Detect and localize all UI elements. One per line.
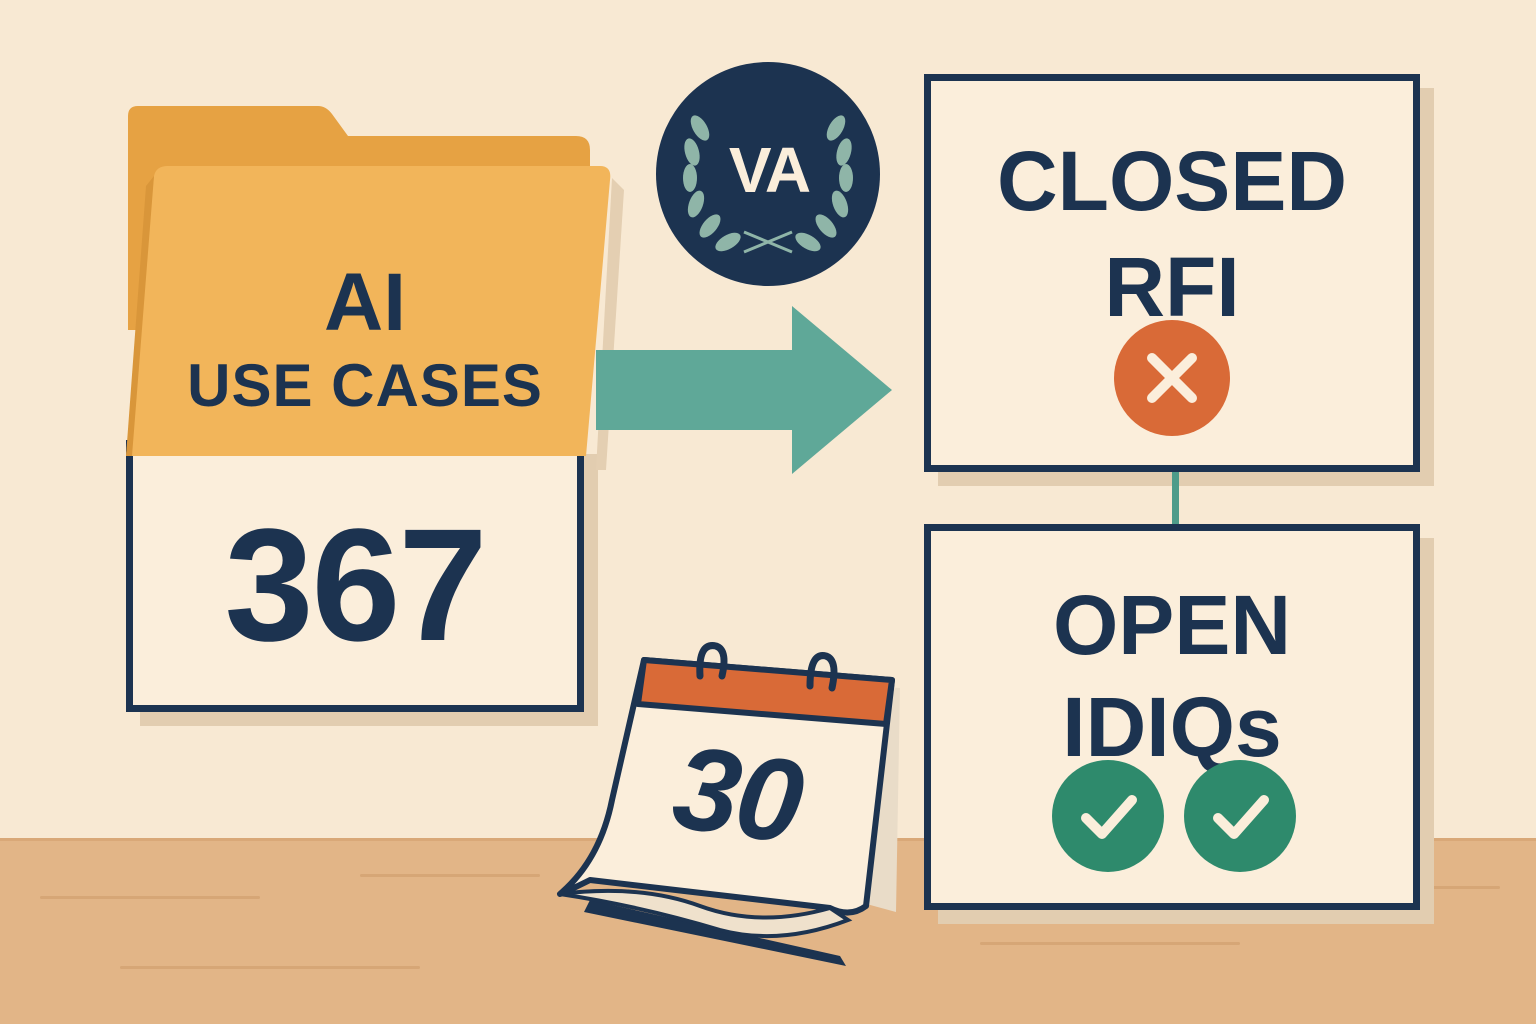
folder-title-line1: AI: [324, 257, 406, 348]
check-icon: [1184, 760, 1296, 872]
x-icon: [1114, 320, 1230, 436]
desk-grain: [40, 896, 260, 899]
folder-title-line2: USE CASES: [187, 352, 543, 419]
check-icon: [1052, 760, 1164, 872]
open-idiqs-card: OPEN IDIQs: [924, 524, 1420, 910]
card-connector: [1172, 472, 1179, 524]
closed-rfi-title-line1: CLOSED: [996, 134, 1348, 228]
use-case-count: 367: [224, 495, 488, 674]
desk-grain: [980, 942, 1240, 945]
open-idiqs-title-line1: OPEN: [1052, 578, 1292, 672]
folder-label: AI USE CASES: [140, 262, 590, 416]
open-idiqs-title-line2: IDIQs: [1062, 680, 1282, 774]
closed-rfi-title: CLOSED RFI: [931, 139, 1413, 329]
open-idiqs-title: OPEN IDIQs: [931, 583, 1413, 769]
use-case-count-box: 367: [126, 440, 584, 712]
va-seal-text: VA: [728, 134, 811, 206]
desk-grain: [360, 874, 540, 877]
desk-grain: [120, 966, 420, 969]
closed-rfi-title-line2: RFI: [1104, 240, 1240, 334]
